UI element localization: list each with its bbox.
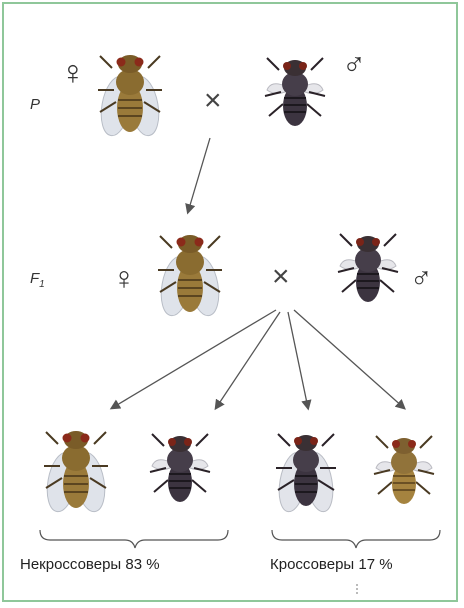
female-symbol-icon: ♀	[60, 54, 86, 93]
arrow-icon	[188, 138, 210, 212]
female-symbol-icon: ♀	[112, 260, 136, 297]
male-symbol-icon: ♂	[410, 262, 433, 296]
cross-icon: ×	[204, 84, 222, 118]
noncrossover-caption: Некроссоверы 83 %	[20, 556, 160, 573]
crossover-dark-winged-fly-icon	[275, 434, 337, 514]
f1-male-fly-icon	[338, 234, 398, 302]
parent-male-fly-icon	[265, 58, 325, 126]
f1-female-fly-icon	[157, 235, 223, 318]
male-symbol-icon: ♂	[342, 46, 366, 83]
crossover-light-vestigial-fly-icon	[374, 436, 434, 504]
arrow-icon	[112, 310, 276, 408]
crossover-caption: Кроссоверы 17 %	[270, 556, 393, 573]
cross-icon: ×	[272, 260, 290, 294]
f1-generation-label: F1	[30, 270, 45, 290]
parent-generation-label: P	[30, 96, 40, 113]
noncrossover-dark-fly-icon	[150, 434, 210, 502]
noncrossover-brace	[40, 530, 228, 548]
arrow-icon	[288, 312, 308, 408]
parent-female-fly-icon	[97, 55, 163, 138]
crossover-brace	[272, 530, 440, 548]
arrow-icon	[294, 310, 404, 408]
noncrossover-light-fly-icon	[43, 431, 109, 514]
